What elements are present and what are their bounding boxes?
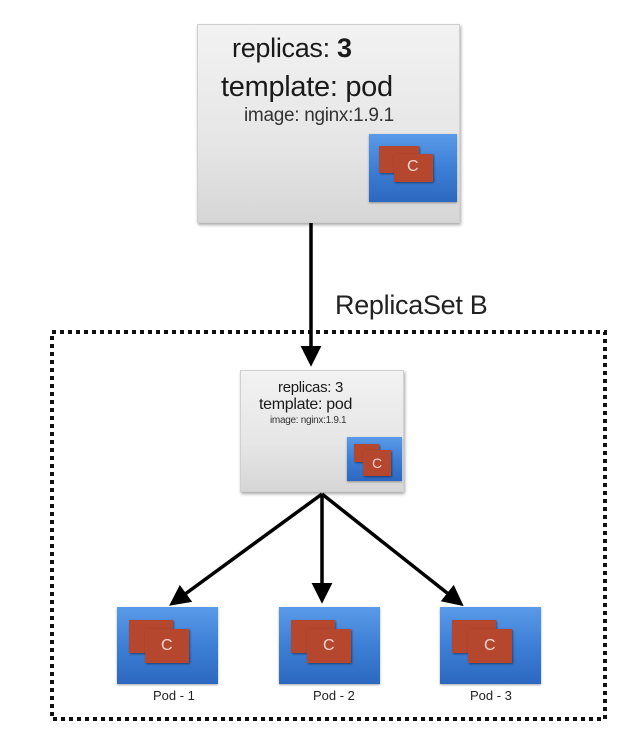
deployment-pod-icon: C	[369, 134, 457, 202]
container-icon: C	[307, 629, 351, 663]
container-icon: C	[468, 629, 512, 663]
deployment-replicas-value: 3	[337, 33, 352, 63]
arrow-replicaset-to-pod-1	[169, 492, 324, 606]
deployment-replicas-label: replicas:	[232, 33, 338, 63]
pod-2[interactable]: C	[279, 607, 380, 684]
pod-3-label: Pod - 3	[470, 688, 512, 703]
arrow-replicaset-to-pod-3	[320, 492, 464, 607]
pod-1[interactable]: C	[117, 607, 218, 684]
replicaset-boundary	[50, 330, 607, 721]
deployment-replicas: replicas: 3	[232, 33, 352, 64]
replicaset-template: template: pod	[259, 396, 353, 413]
replicaset-card[interactable]: replicas: 3 template: pod image: nginx:1…	[240, 370, 404, 492]
deployment-template: template: pod	[221, 71, 393, 103]
replicaset-image: image: nginx:1.9.1	[270, 415, 347, 426]
replicaset-replicas: replicas: 3	[278, 379, 344, 396]
replicaset-pod-icon: C	[347, 437, 402, 481]
container-icon: C	[363, 450, 391, 476]
pod-2-label: Pod - 2	[313, 688, 355, 703]
deployment-image: image: nginx:1.9.1	[244, 105, 394, 126]
container-icon: C	[394, 154, 433, 182]
replicaset-title: ReplicaSet B	[335, 290, 488, 320]
container-icon: C	[145, 629, 189, 663]
pod-1-label: Pod - 1	[153, 688, 195, 703]
pod-3[interactable]: C	[440, 607, 541, 684]
deployment-card[interactable]: replicas: 3 template: pod image: nginx:1…	[197, 24, 460, 223]
